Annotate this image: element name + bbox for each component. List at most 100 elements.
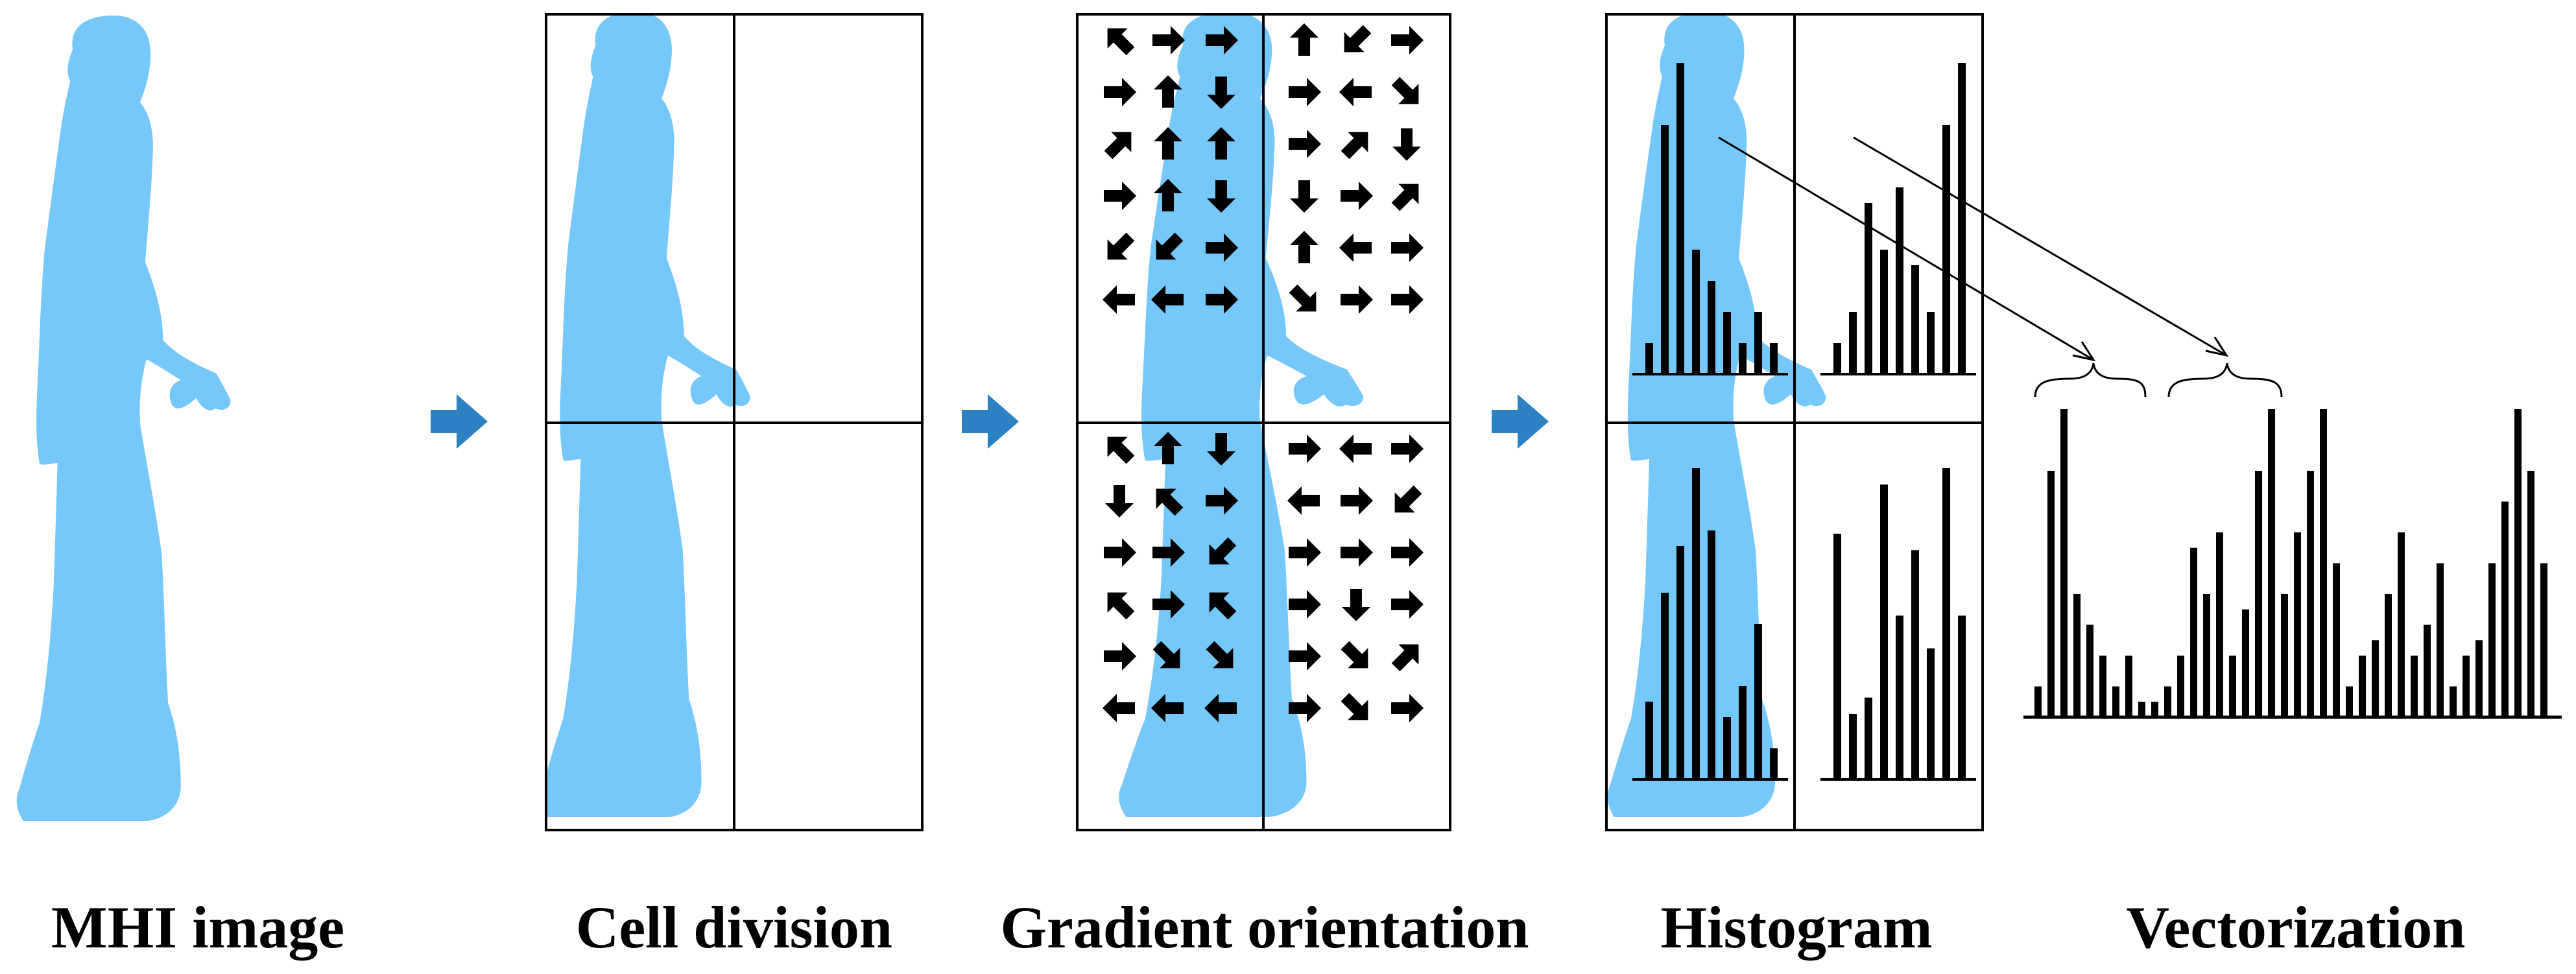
gradient-arrow-icon bbox=[1104, 538, 1136, 567]
histogram-bar bbox=[1770, 748, 1778, 779]
gradient-arrow-icon bbox=[1097, 427, 1141, 470]
histogram-bar bbox=[1676, 63, 1684, 374]
histogram-bar bbox=[1723, 717, 1731, 779]
histogram-bar bbox=[1911, 265, 1919, 374]
feature-vector-bar bbox=[2190, 547, 2197, 717]
histogram-bar bbox=[1880, 250, 1888, 374]
gradient-orientation-panel bbox=[1076, 13, 1451, 831]
feature-vector-bar bbox=[2475, 640, 2483, 717]
gradient-silhouette bbox=[1119, 14, 1364, 817]
histogram-silhouette bbox=[1607, 14, 1826, 817]
feature-vector-bar bbox=[2112, 686, 2119, 717]
gradient-arrow-icon bbox=[1097, 226, 1141, 270]
histogram-bar bbox=[1770, 343, 1778, 374]
histogram-bar bbox=[1676, 546, 1684, 779]
pointer-line-2 bbox=[1853, 136, 2227, 357]
gradient-arrow-icon bbox=[1105, 485, 1134, 517]
caption-cell-division: Cell division bbox=[575, 894, 893, 960]
feature-vector-bar bbox=[2099, 656, 2106, 717]
feature-vector-bar bbox=[2047, 471, 2055, 717]
gradient-arrow-icon bbox=[1097, 582, 1141, 626]
histogram-bar bbox=[1754, 312, 1762, 374]
histogram-bar bbox=[1692, 250, 1700, 374]
histogram-bar bbox=[1723, 312, 1731, 374]
caption-gradient-orientation: Gradient orientation bbox=[1000, 894, 1529, 960]
mhi-image-panel bbox=[16, 16, 231, 821]
gradient-arrow-icon bbox=[1289, 78, 1321, 106]
pointer-head-1 bbox=[2072, 341, 2096, 362]
histogram-bar bbox=[1661, 125, 1669, 374]
gradient-arrow-icon bbox=[1103, 694, 1135, 722]
histogram-bar bbox=[1739, 686, 1747, 779]
feature-vector-histogram bbox=[2034, 409, 2547, 717]
feature-vector-bar bbox=[2333, 563, 2340, 717]
histogram-bar bbox=[1942, 125, 1950, 374]
mhi-silhouette bbox=[16, 16, 231, 821]
histogram-bar bbox=[1645, 702, 1653, 779]
histogram-bar bbox=[1896, 615, 1903, 779]
gradient-arrow-icon bbox=[1391, 694, 1424, 722]
pointer-head-2 bbox=[2205, 337, 2229, 357]
feature-vector-bar bbox=[2060, 409, 2068, 717]
gradient-arrow-icon bbox=[1287, 486, 1320, 515]
feature-vector-bar bbox=[2034, 686, 2042, 717]
gradient-arrow-icon bbox=[1289, 642, 1321, 671]
histogram-bar bbox=[1833, 534, 1841, 779]
gradient-arrow-icon bbox=[1104, 182, 1136, 210]
feature-vector-bar bbox=[2437, 563, 2444, 717]
gradient-arrow-icon bbox=[1289, 130, 1321, 158]
histogram-bar bbox=[1849, 713, 1857, 779]
gradient-arrow-icon bbox=[1391, 434, 1424, 463]
gradient-arrow-icon bbox=[1385, 174, 1429, 217]
gradient-arrow-icon bbox=[1385, 479, 1428, 523]
feature-vector-bar bbox=[2268, 409, 2275, 717]
feature-vector-bar bbox=[2463, 656, 2470, 717]
gradient-arrow-icon bbox=[1391, 538, 1424, 567]
caption-histogram: Histogram bbox=[1660, 894, 1933, 960]
feature-vector-bar bbox=[2372, 640, 2379, 717]
gradient-arrow-icon bbox=[1335, 635, 1378, 678]
gradient-arrow-icon bbox=[1334, 19, 1377, 62]
histogram-bar bbox=[1958, 615, 1966, 779]
histogram-bar bbox=[1739, 343, 1747, 374]
brace-1 bbox=[2034, 362, 2147, 398]
feature-vector-bar bbox=[2242, 609, 2249, 717]
gradient-arrow-icon bbox=[1385, 71, 1429, 114]
cell-division-silhouette bbox=[546, 14, 750, 817]
histogram-bar bbox=[1911, 550, 1919, 779]
gradient-arrow-icon bbox=[1339, 78, 1372, 106]
feature-vector-bar bbox=[2488, 563, 2496, 717]
gradient-arrow-icon bbox=[1335, 687, 1378, 730]
gradient-arrow-icon bbox=[1283, 278, 1326, 322]
gradient-arrow-icon bbox=[1391, 233, 1424, 262]
cell-histograms bbox=[1632, 63, 1976, 781]
feature-vector-bar bbox=[2527, 471, 2534, 717]
gradient-arrow-icon bbox=[1097, 18, 1141, 62]
feature-vector-bar bbox=[2450, 686, 2457, 717]
gradient-arrow-icon bbox=[1341, 182, 1373, 210]
feature-vector-bar bbox=[2540, 563, 2547, 717]
feature-vector-bar bbox=[2203, 594, 2210, 717]
histogram-bar bbox=[1708, 281, 1715, 374]
gradient-arrow-icon bbox=[1339, 434, 1372, 463]
feature-vector-bar bbox=[2398, 532, 2405, 717]
feature-vector-bar bbox=[2164, 686, 2171, 717]
gradient-arrow-icon bbox=[1341, 538, 1373, 567]
histogram-bar bbox=[1880, 484, 1888, 779]
gradient-arrow-icon bbox=[1341, 486, 1373, 515]
feature-vector-bar bbox=[2073, 594, 2081, 717]
feature-vector-bar bbox=[2385, 594, 2392, 717]
caption-mhi-image: MHI image bbox=[51, 894, 345, 960]
histogram-bar bbox=[1661, 593, 1669, 779]
histogram-bar bbox=[1754, 624, 1762, 779]
histogram-bar bbox=[1833, 343, 1841, 374]
gradient-arrow-icon bbox=[1289, 590, 1321, 619]
gradient-arrow-icon bbox=[1098, 122, 1141, 165]
gradient-arrow-icon bbox=[1391, 26, 1424, 54]
concatenation-pointers bbox=[1718, 136, 2283, 398]
feature-vector-bar bbox=[2307, 471, 2314, 717]
histogram-bar bbox=[1692, 468, 1700, 779]
histogram-bar bbox=[1927, 312, 1935, 374]
gradient-arrow-icon bbox=[1104, 78, 1136, 106]
histogram-bar bbox=[1645, 343, 1653, 374]
